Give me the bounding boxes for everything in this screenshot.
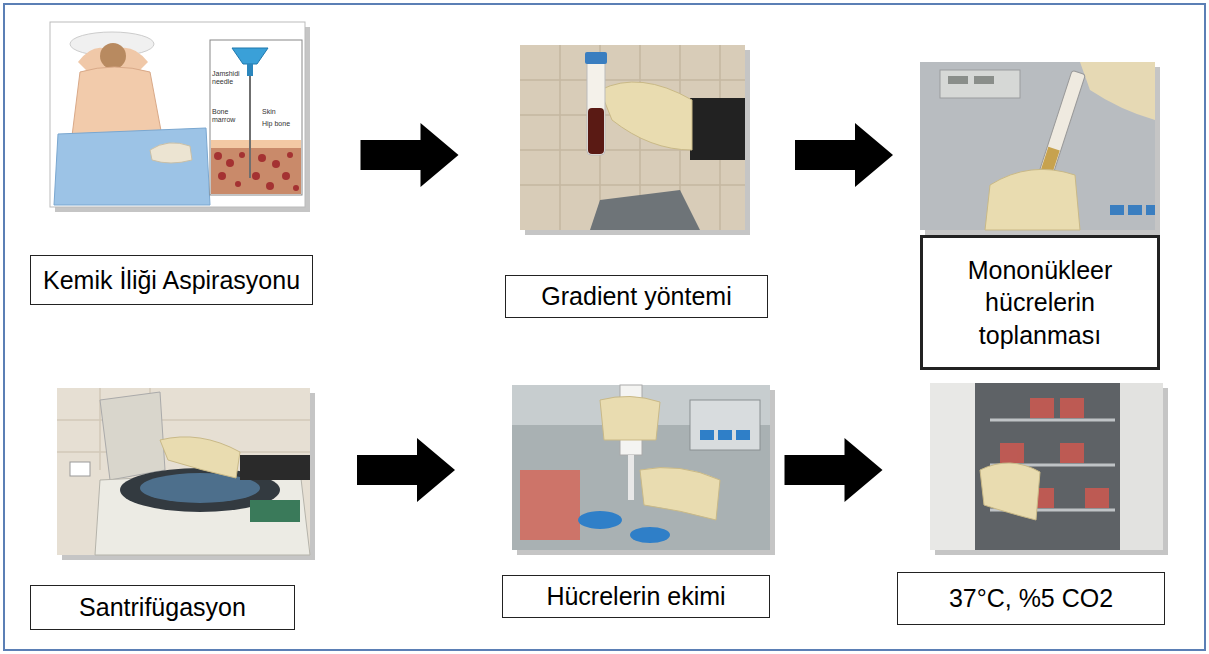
step-caption: Mononükleer hücrelerin toplanması (920, 235, 1160, 370)
process-step: Gradient yöntemi (505, 45, 768, 318)
step-caption: Hücrelerin ekimi (502, 575, 770, 618)
process-step: Mononükleer hücrelerin toplanması (920, 62, 1160, 370)
caption-text: 37°C, %5 CO2 (949, 582, 1113, 615)
seeding-photo (512, 385, 775, 555)
incubator-photo (930, 383, 1168, 555)
gradient-photo (520, 45, 750, 235)
caption-text: Gradient yöntemi (541, 280, 731, 313)
step-caption: Santrifügasyon (30, 585, 295, 630)
step-caption: Gradient yöntemi (505, 275, 768, 318)
flow-arrow (795, 123, 893, 187)
process-step: Santrifügasyon (30, 388, 310, 630)
collection-photo (920, 62, 1160, 235)
centrifuge-photo (57, 388, 315, 560)
illustration-label: Bone marrow (212, 108, 246, 124)
caption-text: Santrifügasyon (79, 591, 246, 624)
process-step: Hücrelerin ekimi (502, 385, 770, 618)
illustration-label: Jamshidi needle (212, 70, 248, 86)
illustration-label: Hip bone (262, 120, 298, 128)
step-caption: 37°C, %5 CO2 (897, 572, 1165, 625)
step-caption: Kemik İliği Aspirasyonu (30, 255, 313, 305)
flow-arrow (357, 438, 455, 502)
process-step: 37°C, %5 CO2 (897, 383, 1165, 625)
process-step: Kemik İliği Aspirasyonu (30, 22, 314, 305)
illustration-label: Skin (262, 108, 298, 116)
flow-arrow (785, 438, 883, 502)
caption-text: Mononükleer hücrelerin toplanması (935, 254, 1145, 352)
flow-arrow (361, 123, 459, 187)
aspiration-illustration (50, 22, 310, 212)
caption-text: Hücrelerin ekimi (546, 580, 725, 613)
caption-text: Kemik İliği Aspirasyonu (43, 264, 300, 297)
